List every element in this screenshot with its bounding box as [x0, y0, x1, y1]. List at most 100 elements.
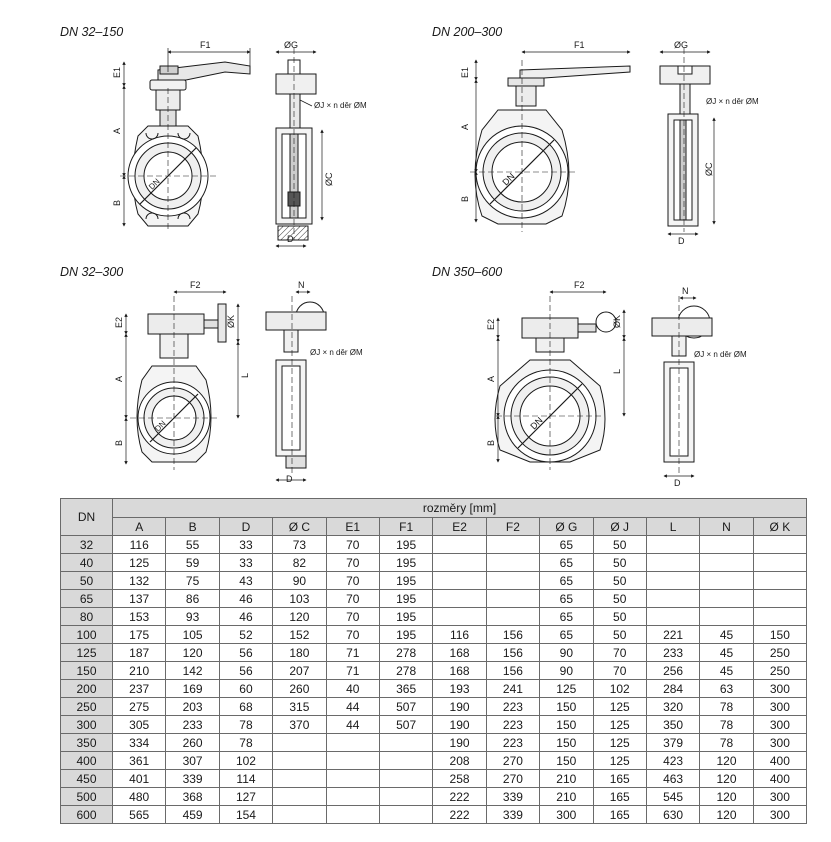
header-group: rozměry [mm] [111, 498, 808, 518]
table-cell: 125 [592, 715, 647, 734]
table-cell: 169 [165, 679, 220, 698]
table-cell: 120 [699, 805, 754, 824]
label-a: A [460, 124, 470, 130]
table-cell [432, 535, 487, 554]
table-cell: 250 [752, 661, 808, 680]
table-cell: 50 [592, 571, 647, 590]
table-cell: 70 [592, 643, 647, 662]
table-cell: 221 [645, 625, 701, 644]
table-cell [272, 805, 327, 824]
table-cell: 150 [539, 733, 594, 752]
table-cell: 73 [272, 535, 327, 554]
table-cell [699, 607, 754, 626]
label-b: B [486, 440, 496, 446]
table-cell: 125 [111, 553, 167, 572]
label-l: L [240, 373, 250, 378]
table-cell: 125 [592, 733, 647, 752]
table-cell: 78 [699, 733, 754, 752]
table-cell: 120 [272, 607, 327, 626]
table-cell: 65 [539, 553, 594, 572]
table-cell: 258 [432, 769, 487, 788]
label-k: ØK [612, 315, 622, 328]
drawing-dn32-150: DN 32–150 [60, 25, 367, 248]
label-k: ØK [226, 315, 236, 328]
gearbox [147, 303, 227, 359]
table-cell: 278 [378, 661, 434, 680]
valve-side-view [651, 296, 713, 474]
table-cell [645, 553, 701, 572]
table-cell: 102 [218, 751, 274, 770]
table-cell: 307 [165, 751, 220, 770]
table-cell: 223 [485, 715, 541, 734]
table-cell: 400 [752, 751, 808, 770]
label-f2: F2 [190, 280, 201, 290]
table-cell: 365 [378, 679, 434, 698]
gearbox [521, 311, 617, 353]
technical-drawings: DN 32–150 [60, 25, 759, 488]
table-cell: 270 [485, 769, 541, 788]
label-g: ØG [674, 40, 688, 50]
side-dimensions [275, 50, 324, 248]
table-cell: 222 [432, 805, 487, 824]
dimension-lines [122, 48, 251, 227]
side-dimensions [275, 290, 311, 482]
table-cell: 50 [592, 607, 647, 626]
table-cell [752, 589, 808, 608]
column-header: E2 [432, 517, 487, 536]
dimension-lines [496, 290, 626, 463]
table-cell: 65 [539, 607, 594, 626]
table-cell: 195 [378, 571, 434, 590]
table-cell [432, 571, 487, 590]
table-cell: 70 [325, 607, 380, 626]
table-cell: 165 [592, 769, 647, 788]
valve-body [494, 296, 606, 470]
table-cell: 260 [165, 733, 220, 752]
table-cell: 56 [218, 661, 274, 680]
header-dn: DN [60, 498, 113, 536]
table-cell: 195 [378, 607, 434, 626]
dn-cell: 450 [60, 769, 113, 788]
column-header: E1 [325, 517, 380, 536]
column-header: N [699, 517, 754, 536]
table-cell: 45 [699, 661, 754, 680]
dn-cell: 100 [60, 625, 113, 644]
table-cell: 75 [165, 571, 220, 590]
table-cell: 71 [325, 661, 380, 680]
table-cell [325, 733, 380, 752]
table-cell: 103 [272, 589, 327, 608]
table-cell: 70 [325, 571, 380, 590]
table-cell: 70 [592, 661, 647, 680]
table-cell: 193 [432, 679, 487, 698]
table-cell: 45 [699, 643, 754, 662]
table-cell: 320 [645, 697, 701, 716]
table-cell: 208 [432, 751, 487, 770]
table-cell: 361 [111, 751, 167, 770]
table-cell: 223 [485, 733, 541, 752]
table-cell: 60 [218, 679, 274, 698]
label-n: N [298, 280, 305, 290]
label-l: L [612, 369, 622, 374]
label-e1: E1 [112, 67, 122, 78]
label-e2: E2 [486, 319, 496, 330]
table-cell: 630 [645, 805, 701, 824]
table-cell: 278 [378, 643, 434, 662]
table-cell: 400 [752, 769, 808, 788]
label-j: ØJ × n děr ØM [310, 348, 363, 357]
valve-side-view [265, 296, 327, 474]
table-cell [645, 535, 701, 554]
label-e1: E1 [460, 67, 470, 78]
table-cell: 50 [592, 589, 647, 608]
table-cell: 132 [111, 571, 167, 590]
table-cell: 195 [378, 535, 434, 554]
label-j: ØJ × n děr ØM [314, 101, 367, 110]
table-cell: 190 [432, 715, 487, 734]
table-cell: 152 [272, 625, 327, 644]
table-cell: 65 [539, 589, 594, 608]
table-cell [752, 535, 808, 554]
table-cell: 210 [539, 787, 594, 806]
table-cell: 137 [111, 589, 167, 608]
